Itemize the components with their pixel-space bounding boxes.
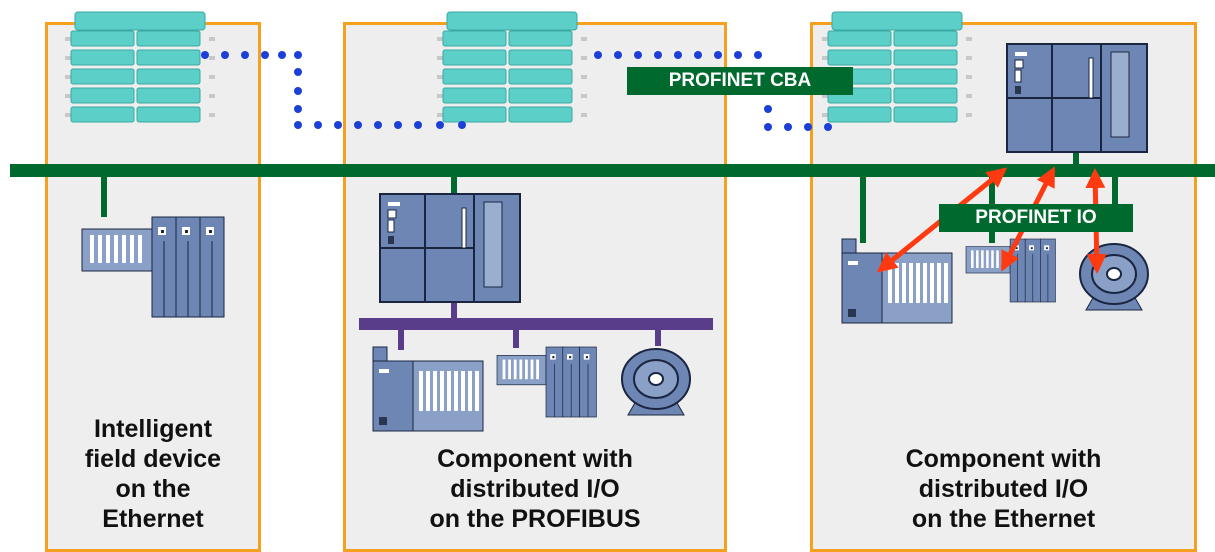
drop-profibus-plc bbox=[451, 177, 457, 195]
label-line: on the bbox=[115, 475, 191, 503]
profibus-drop-io bbox=[398, 330, 404, 350]
label-line: field device bbox=[84, 445, 222, 473]
plc-middle bbox=[379, 193, 521, 303]
label-line: Component with bbox=[905, 445, 1102, 473]
label-line: Ethernet bbox=[102, 505, 204, 533]
drop-field-device bbox=[101, 177, 107, 217]
drop-io-module bbox=[860, 177, 866, 243]
component-stack-middle bbox=[436, 11, 588, 123]
cba-link-dots bbox=[201, 51, 832, 131]
drop-plc-right bbox=[1073, 152, 1079, 166]
component-stack-left bbox=[64, 11, 216, 123]
profinet-cba-label: PROFINET CBA bbox=[627, 67, 853, 95]
profinet-io-label: PROFINET IO bbox=[939, 204, 1133, 232]
panel-label-ethernet: Component with distributed I/O on the Et… bbox=[813, 444, 1194, 534]
et200-profibus bbox=[496, 346, 597, 418]
profibus-bus bbox=[359, 318, 713, 330]
field-device-et200 bbox=[81, 216, 225, 318]
profibus-drop-motor bbox=[655, 330, 661, 346]
label-line: on the PROFIBUS bbox=[429, 505, 641, 533]
label-line: on the Ethernet bbox=[911, 505, 1096, 533]
io-module-profibus bbox=[372, 346, 484, 432]
label-line: distributed I/O bbox=[918, 475, 1089, 503]
panel-label-profibus: Component with distributed I/O on the PR… bbox=[346, 444, 724, 534]
profibus-drop-plc bbox=[451, 300, 457, 318]
io-module-ethernet bbox=[841, 238, 953, 324]
plc-right bbox=[1006, 43, 1148, 153]
label-line: Intelligent bbox=[93, 415, 213, 443]
label-line: distributed I/O bbox=[450, 475, 620, 503]
label-line: Component with bbox=[437, 445, 633, 473]
motor-ethernet bbox=[1079, 243, 1149, 311]
motor-profibus bbox=[621, 348, 691, 416]
profibus-drop-et200 bbox=[513, 330, 519, 348]
drop-motor-right bbox=[1112, 177, 1118, 217]
panel-label-field-device: Intelligent field device on the Ethernet bbox=[48, 414, 258, 534]
ethernet-bus bbox=[10, 164, 1215, 177]
